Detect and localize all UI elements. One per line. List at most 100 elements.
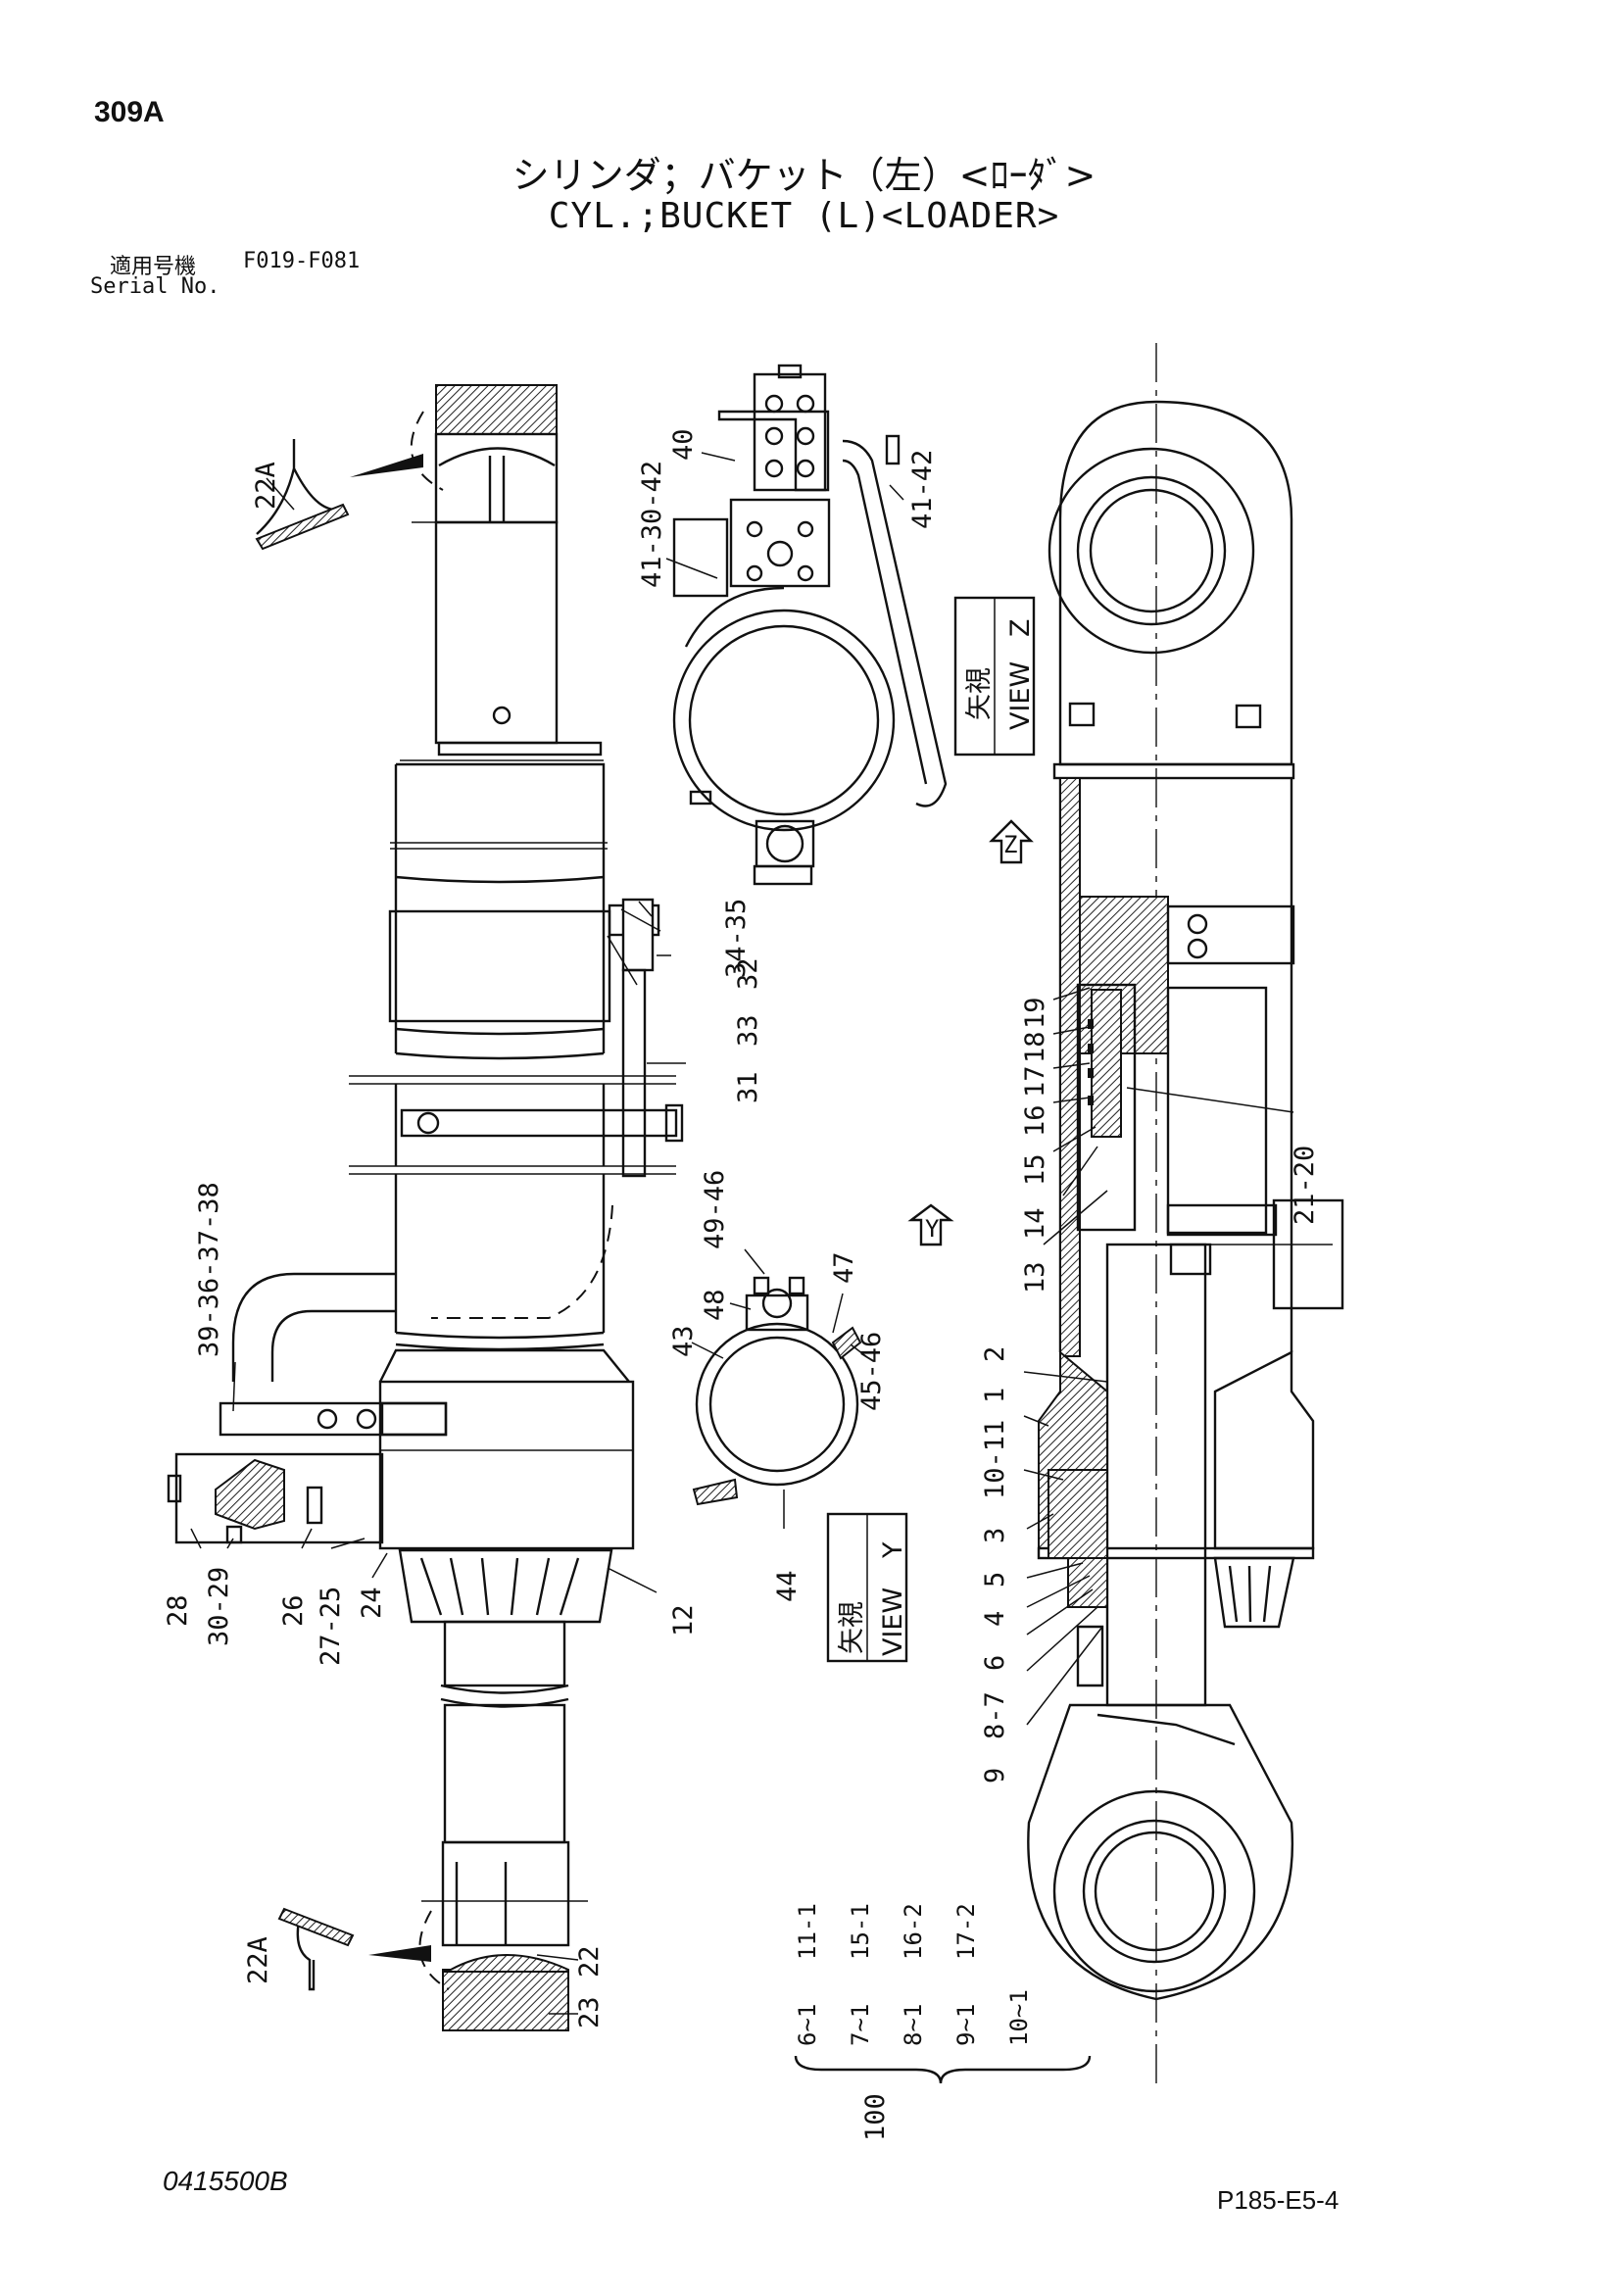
view-y-tube-circle <box>695 1322 859 1487</box>
callout-6: 6 <box>980 1655 1010 1671</box>
drawing-number: 0415500B <box>163 2166 288 2196</box>
callout-30-29: 30-29 <box>204 1567 234 1646</box>
callout-13: 13 <box>1020 1261 1050 1294</box>
callout-41-42: 41-42 <box>907 450 938 529</box>
callout-14: 14 <box>1020 1207 1050 1240</box>
view-y-marker <box>907 1203 954 1246</box>
callout-4: 4 <box>980 1611 1010 1627</box>
callout-31: 31 <box>733 1071 763 1103</box>
callout-19: 19 <box>1020 997 1050 1029</box>
callout-33: 33 <box>733 1014 763 1047</box>
page-reference: P185-E5-4 <box>1217 2185 1340 2215</box>
gland-nut <box>398 1548 613 1624</box>
page-code: 309A <box>94 96 165 128</box>
kit-item: 6~1 <box>794 2004 821 2046</box>
callout-40: 40 <box>668 428 699 461</box>
callout-32: 32 <box>733 957 763 990</box>
callout-1: 1 <box>980 1388 1010 1403</box>
section-bottom-eye <box>1027 1703 1294 2001</box>
callout-5: 5 <box>980 1572 1010 1588</box>
callout-26: 26 <box>278 1594 309 1627</box>
kit-number: 100 <box>860 2093 891 2141</box>
view-y-marker-letter: Y <box>925 1215 940 1243</box>
flange-block <box>729 498 831 588</box>
view-y-en: VIEW <box>878 1588 908 1656</box>
title-english: CYL.;BUCKET (L)<LOADER> <box>548 196 1060 236</box>
callout-22a-bottom: 22A <box>243 1936 273 1984</box>
title-japanese: シリンダ；バケット（左）<ﾛｰﾀﾞ> <box>512 154 1096 197</box>
callout-23: 23 <box>574 1996 605 2028</box>
callout-44: 44 <box>772 1570 803 1602</box>
view-z-ja: 矢視 <box>964 667 995 720</box>
pipe-clamp-middle <box>400 1108 678 1138</box>
callout-3: 3 <box>980 1528 1010 1543</box>
hydraulic-hose-inner <box>270 1309 396 1382</box>
view-y-letter: Y <box>878 1541 908 1559</box>
callout-9: 9 <box>980 1768 1010 1783</box>
serial-range: F019-F081 <box>243 249 361 273</box>
repair-kit-100: 100 6~1 7~1 8~1 9~1 10~1 11-1 15-1 16-2 … <box>794 1903 1092 2141</box>
view-z-pipe-outer <box>842 439 948 807</box>
callout-10-11: 10-11 <box>980 1420 1010 1499</box>
callout-45-46: 45-46 <box>856 1332 887 1411</box>
detail-22a-top <box>255 503 350 551</box>
callout-28: 28 <box>163 1594 193 1627</box>
callout-numbers: 22A 41-30-42 40 41-42 34-35 32 33 31 49-… <box>163 428 1320 2028</box>
callout-43: 43 <box>668 1325 699 1357</box>
kit-brace <box>794 2055 1092 2084</box>
callout-15: 15 <box>1020 1153 1050 1186</box>
callout-16: 16 <box>1020 1104 1050 1137</box>
kit-item: 16-2 <box>900 1903 927 1960</box>
callout-18: 18 <box>1020 1031 1050 1063</box>
right-cylinder-section <box>1027 343 1344 2087</box>
view-z-tube-circle <box>672 609 896 832</box>
serial-label-english: Serial No. <box>90 274 220 299</box>
top-rod-eye-boss <box>435 384 558 435</box>
view-z-letter: Z <box>1005 619 1036 638</box>
callout-27-25: 27-25 <box>316 1587 346 1666</box>
callout-39-36-37-38: 39-36-37-38 <box>194 1182 224 1357</box>
pipe-band-upper <box>388 909 611 1023</box>
view-arrow-bottom <box>368 1945 431 1962</box>
callout-12: 12 <box>668 1604 699 1637</box>
leader-lines <box>190 452 1294 2015</box>
valve-port-block <box>753 372 827 492</box>
view-y-detail <box>692 1276 862 1506</box>
view-z-marker-letter: Z <box>1003 831 1017 858</box>
detail-22a-bottom <box>277 1907 355 1947</box>
view-arrow-top <box>350 454 423 477</box>
view-y-ja: 矢視 <box>837 1601 867 1654</box>
kit-item: 11-1 <box>794 1903 821 1960</box>
kit-item: 15-1 <box>847 1903 874 1960</box>
callout-21-20: 21-20 <box>1290 1146 1320 1225</box>
kit-item: 17-2 <box>952 1903 980 1960</box>
hydraulic-pipe-vertical <box>621 968 647 1178</box>
serial-label-japanese: 適用号機 <box>110 255 197 279</box>
view-z-en: VIEW <box>1005 661 1036 730</box>
callout-24: 24 <box>357 1587 387 1619</box>
kit-item: 8~1 <box>900 2004 927 2046</box>
callout-2: 2 <box>980 1346 1010 1362</box>
view-z-marker <box>989 819 1034 864</box>
callout-47: 47 <box>829 1251 859 1284</box>
callout-34-35: 34-35 <box>721 899 752 978</box>
kit-item: 9~1 <box>952 2004 980 2046</box>
valve-body <box>174 1452 384 1544</box>
callout-49-46: 49-46 <box>700 1170 730 1249</box>
callout-48: 48 <box>700 1289 730 1321</box>
view-z-detail <box>672 364 948 886</box>
callout-17: 17 <box>1020 1065 1050 1098</box>
callout-41-30-42: 41-30-42 <box>637 461 667 588</box>
hydraulic-hose-outer <box>231 1272 396 1382</box>
left-cylinder-view <box>167 384 684 2031</box>
left-rod-lower <box>443 1620 566 1687</box>
callout-22: 22 <box>574 1945 605 1978</box>
kit-item: 10~1 <box>1005 1989 1033 2046</box>
callout-22a-top: 22A <box>251 462 281 510</box>
callout-8-7: 8-7 <box>980 1691 1010 1739</box>
kit-item: 7~1 <box>847 2004 874 2046</box>
cylinder-head <box>378 1380 635 1550</box>
section-top-eye <box>1058 400 1293 766</box>
